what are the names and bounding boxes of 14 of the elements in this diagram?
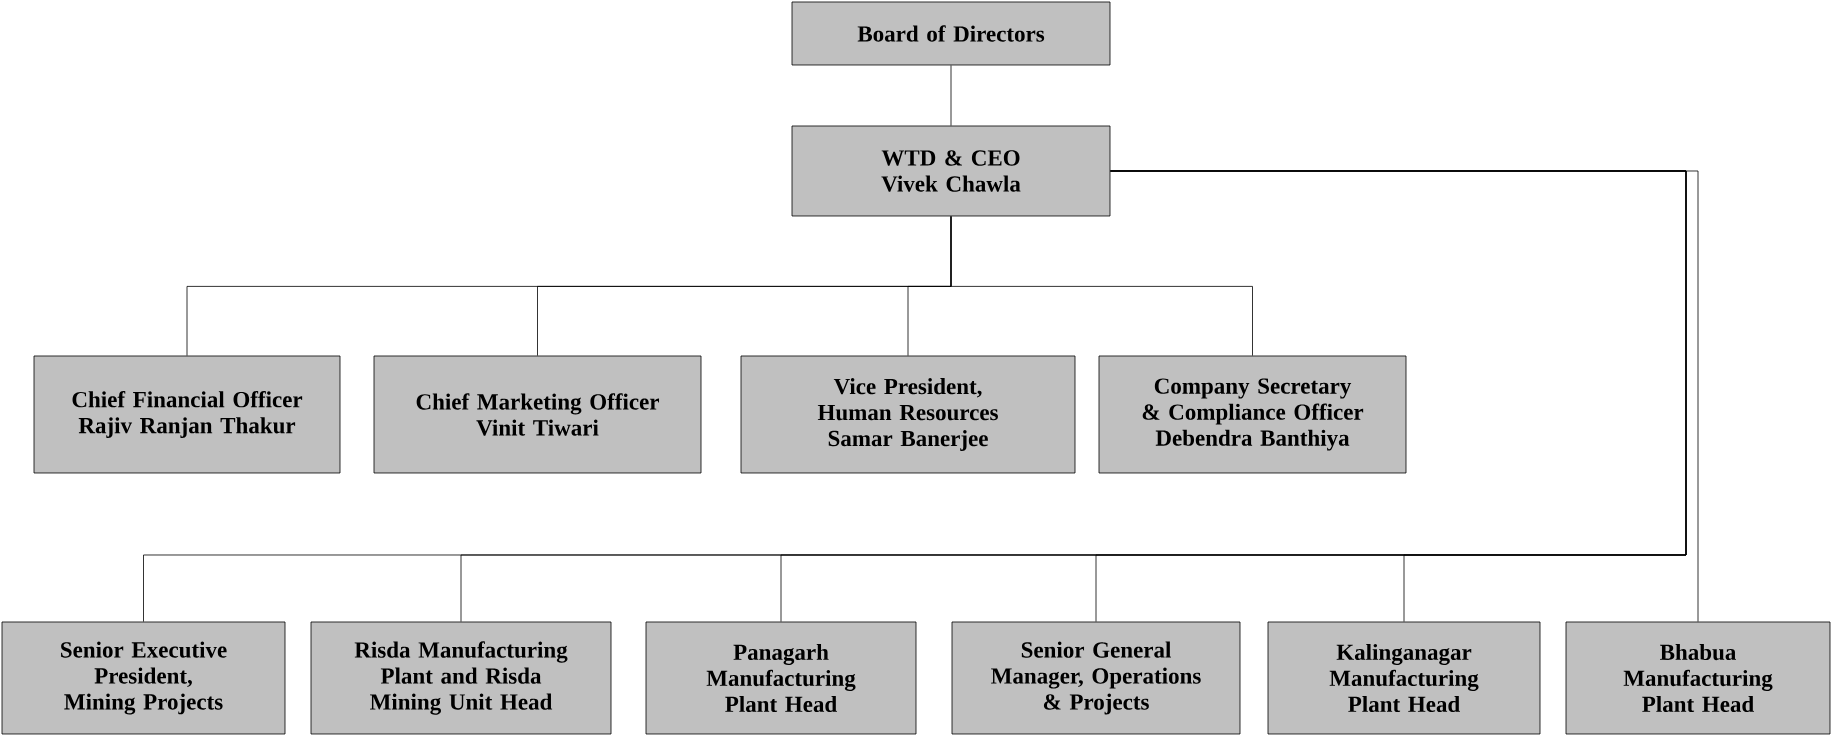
org-box: Bhabua Manufacturing Plant Head — [1565, 621, 1831, 735]
org-box: Chief Marketing Officer Vinit Tiwari — [373, 355, 702, 474]
org-box: Vice President, Human Resources Samar Banerjee — [740, 355, 1076, 474]
org-box: Company Secretary & Compliance Officer Debendra Banthiya — [1098, 355, 1407, 474]
connector-line — [950, 216, 1253, 356]
org-box: WTD & CEO Vivek Chawla — [791, 125, 1111, 217]
org-box: Panagarh Manufacturing Plant Head — [645, 621, 917, 735]
org-box: Chief Financial Officer Rajiv Ranjan Thakur — [33, 355, 341, 474]
org-box: Senior General Manager, Operations & Projects — [951, 621, 1241, 735]
connector-line — [950, 65, 952, 126]
org-box: Board of Directors — [791, 1, 1111, 66]
org-box: Risda Manufacturing Plant and Risda Mining Unit Head — [310, 621, 612, 735]
org-box: Senior Executive President, Mining Projects — [1, 621, 286, 735]
org-box: Kalinganagar Manufacturing Plant Head — [1267, 621, 1541, 735]
